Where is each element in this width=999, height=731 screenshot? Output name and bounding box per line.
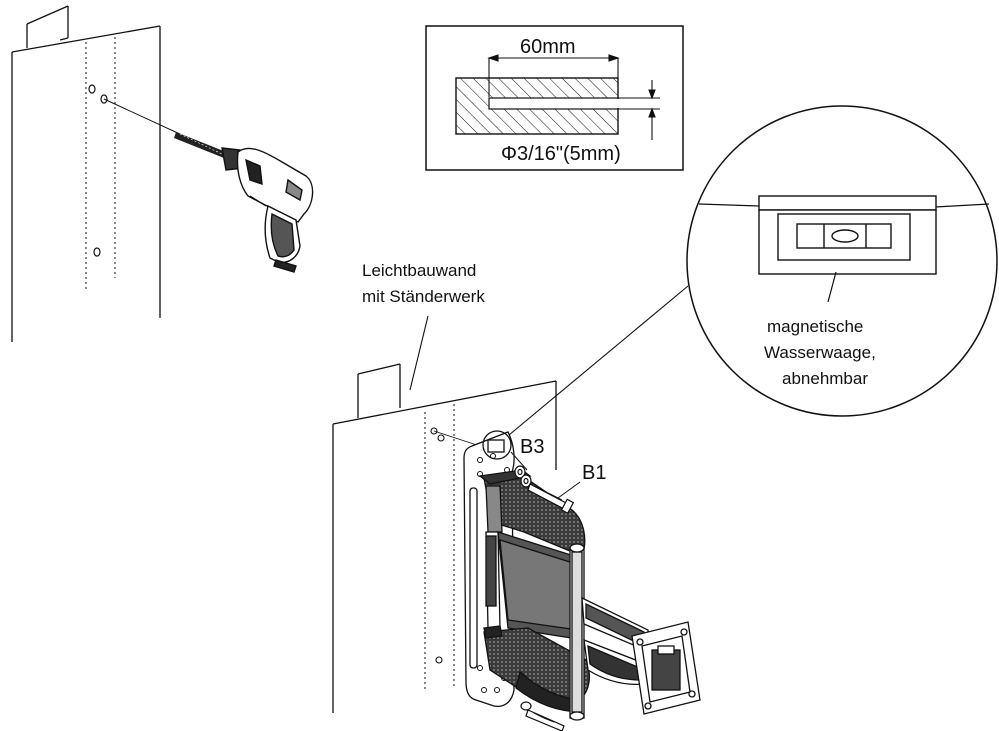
wall-drilling-view: [11, 5, 314, 342]
level-label-line1: magnetische: [767, 317, 863, 336]
part-b3-label: B3: [520, 436, 544, 458]
drill-depth-detail: 60mm Φ3/16"(5mm): [425, 25, 684, 171]
stud-lines-bottom: [424, 404, 455, 690]
depth-label: 60mm: [520, 36, 576, 58]
wall-type-label: Leichtbauwand mit Ständerwerk: [362, 261, 485, 391]
level-label-line3: abnehmbar: [782, 369, 868, 388]
wall-type-line2: mit Ständerwerk: [362, 287, 485, 306]
drill-icon: [221, 147, 314, 273]
bottom-bolt: [520, 701, 565, 731]
wall-type-line1: Leichtbauwand: [362, 261, 476, 280]
pilot-holes: [88, 84, 108, 257]
stud-wall-top: [11, 5, 161, 342]
level-callout: magnetische Wasserwaage, abnehmbar: [508, 105, 998, 436]
level-label-line2: Wasserwaage,: [764, 343, 876, 362]
stud-wall-bottom: [332, 363, 557, 713]
washer-icon: [514, 465, 532, 488]
detail-frame: [425, 25, 684, 171]
stud-lines: [85, 37, 116, 290]
drill-bit: [174, 132, 226, 158]
wall-holes: [430, 427, 445, 664]
spirit-level-icon: [758, 195, 937, 275]
lag-bolt-icon: [527, 483, 575, 514]
mounting-view: B3 B1: [332, 363, 701, 731]
part-b1-label: B1: [582, 462, 606, 484]
tv-wall-mount-icon: [463, 430, 701, 721]
diameter-label: Φ3/16"(5mm): [501, 143, 621, 165]
drill-axis: [103, 98, 183, 136]
